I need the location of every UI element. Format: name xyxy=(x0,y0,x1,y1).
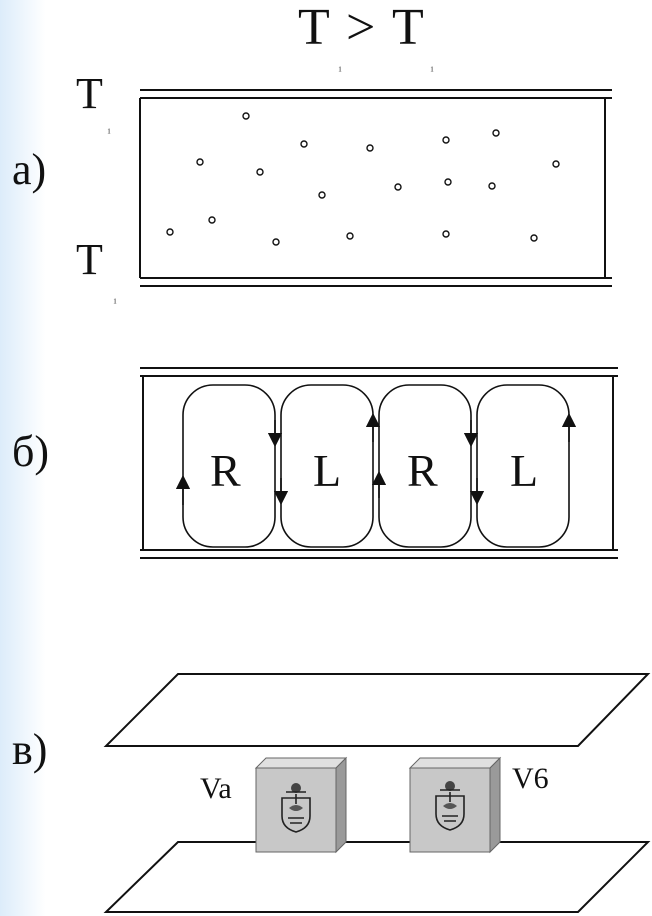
right-block-label: V6 xyxy=(512,762,549,795)
title-t-right: T xyxy=(392,0,424,56)
cell-label-4: L xyxy=(510,445,539,496)
right-block xyxy=(408,756,502,854)
title-operator: > xyxy=(346,0,376,56)
title-sub-right: ₁ xyxy=(430,58,435,72)
convection-cell-1 xyxy=(182,384,276,548)
flow-arrows xyxy=(175,412,577,506)
convection-cell-3 xyxy=(378,384,472,548)
left-block-label: Va xyxy=(200,772,232,805)
title-t-left: T xyxy=(298,0,330,56)
panel-c-label: в) xyxy=(12,725,48,774)
cell-label-2: L xyxy=(313,445,342,496)
left-block xyxy=(254,756,348,854)
cell-label-3: R xyxy=(407,445,438,496)
panel-a-label: a) xyxy=(12,145,47,194)
panel-b-frame xyxy=(140,367,618,559)
convection-cell-2 xyxy=(280,384,374,548)
panel-a-frame xyxy=(139,89,612,287)
left-block-emblem-icon xyxy=(281,783,311,833)
right-block-emblem-icon xyxy=(435,781,465,831)
panel-a-bottom-temp: T xyxy=(76,235,103,284)
lower-plane xyxy=(103,841,651,913)
title-sub-left: ₁ xyxy=(338,58,343,72)
cell-label-1: R xyxy=(210,445,241,496)
convection-cell-4 xyxy=(476,384,570,548)
convection-cells xyxy=(182,384,570,548)
gas-particles xyxy=(166,112,560,246)
panel-c-planes xyxy=(103,673,651,913)
panel-a-top-temp: T xyxy=(76,69,103,118)
panel-b-label: б) xyxy=(12,427,50,476)
upper-plane xyxy=(103,673,651,747)
panel-a-bottom-temp-sub: ₁ xyxy=(113,290,118,304)
panel-a-top-temp-sub: ₁ xyxy=(107,120,112,134)
